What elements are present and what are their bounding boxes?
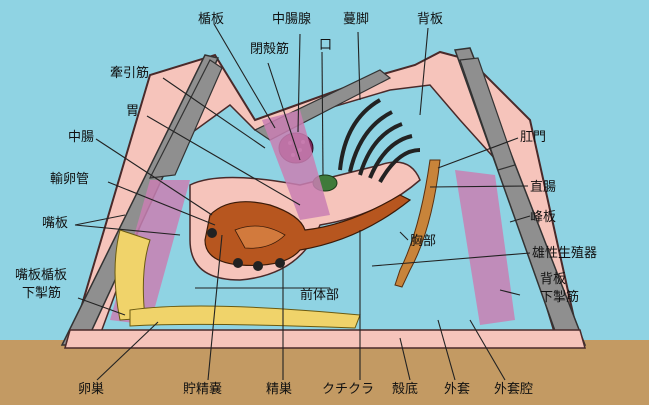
label-adductor-muscle: 閉殻筋 (250, 42, 289, 57)
label-cuticle: クチクラ (322, 382, 374, 397)
label-midgut-gland: 中腸腺 (272, 12, 311, 27)
label-mantle: 外套 (444, 382, 470, 397)
label-ovary: 卵巣 (78, 382, 104, 397)
label-testis: 精巣 (266, 382, 292, 397)
label-basis: 殻底 (392, 382, 418, 397)
label-rostrum: 嘴板 (42, 216, 68, 231)
label-anus: 肛門 (520, 130, 546, 145)
label-rostral-depressor: 下掣筋 (22, 286, 61, 301)
label-prosoma: 前体部 (300, 288, 339, 303)
label-rostral-scutal: 嘴板楯板 (15, 268, 67, 283)
label-male-organ: 雄性生殖器 (532, 246, 597, 261)
label-scutum: 楯板 (198, 12, 224, 27)
label-oviduct: 輸卵管 (50, 172, 89, 187)
label-mouth: 口 (319, 38, 332, 53)
label-stomach: 胃 (126, 104, 139, 119)
label-tergum: 背板 (417, 12, 443, 27)
label-midgut: 中腸 (68, 130, 94, 145)
label-mantle-cavity: 外套腔 (494, 382, 533, 397)
label-retractor-muscle: 牽引筋 (110, 66, 149, 81)
label-seminal-vesicle: 貯精嚢 (183, 382, 222, 397)
label-carina: 峰板 (530, 210, 556, 225)
label-tergum-2: 背板 (540, 272, 566, 287)
label-tergal-depressor: 下掣筋 (540, 290, 579, 305)
basis-layer (65, 330, 585, 348)
label-thorax: 胸部 (410, 234, 436, 249)
label-cirri: 蔓脚 (343, 12, 369, 27)
label-rectum: 直腸 (530, 180, 556, 195)
